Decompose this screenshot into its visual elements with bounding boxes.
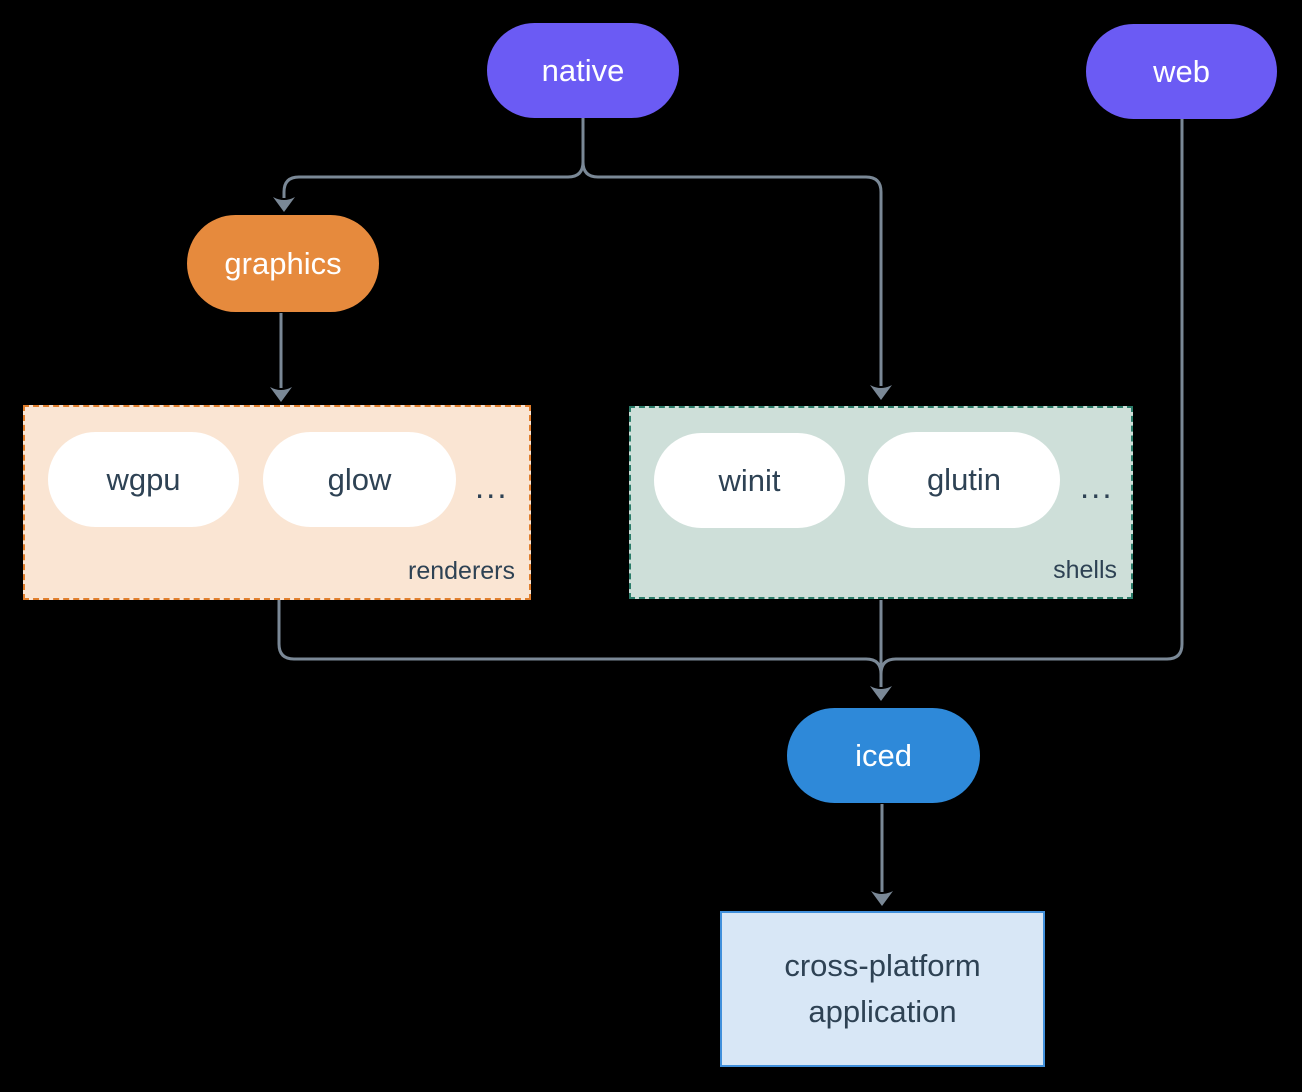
app-label-line1: cross-platform: [784, 948, 981, 983]
node-winit[interactable]: winit: [654, 433, 845, 528]
node-glutin[interactable]: glutin: [868, 432, 1060, 528]
app-label-line2: application: [808, 994, 957, 1029]
arrowhead-native-shells: [870, 385, 892, 400]
node-glutin-label: glutin: [926, 462, 1002, 497]
arrowhead-iced-app: [871, 891, 893, 906]
edge-native-shells: [581, 118, 883, 386]
edge-web-iced: [879, 119, 1184, 675]
node-web[interactable]: web: [1086, 24, 1277, 119]
node-glow-label: glow: [327, 461, 392, 497]
edge-native-graphics: [282, 118, 585, 198]
node-web-label: web: [1153, 53, 1210, 89]
renderers-ellipsis: ...: [475, 468, 509, 505]
node-graphics-label: graphics: [224, 245, 342, 281]
node-iced-label: iced: [855, 737, 912, 773]
node-winit-label: winit: [718, 462, 781, 498]
node-wgpu[interactable]: wgpu: [48, 432, 239, 527]
node-native[interactable]: native: [487, 23, 679, 118]
edge-renderers-iced: [277, 600, 883, 675]
node-glow[interactable]: glow: [263, 432, 456, 527]
arrowhead-graphics-renderers: [270, 387, 292, 402]
arrowhead-native-graphics: [273, 197, 295, 212]
node-graphics[interactable]: graphics: [187, 215, 379, 312]
arrowhead-merge-iced: [870, 686, 892, 701]
node-cross-platform-application[interactable]: cross-platform application: [720, 911, 1045, 1067]
renderers-group-label: renderers: [408, 557, 515, 585]
shells-group-label: shells: [1053, 556, 1117, 584]
node-native-label: native: [541, 52, 625, 88]
node-iced[interactable]: iced: [787, 708, 980, 803]
shells-ellipsis: ...: [1080, 468, 1114, 505]
node-wgpu-label: wgpu: [106, 461, 181, 497]
